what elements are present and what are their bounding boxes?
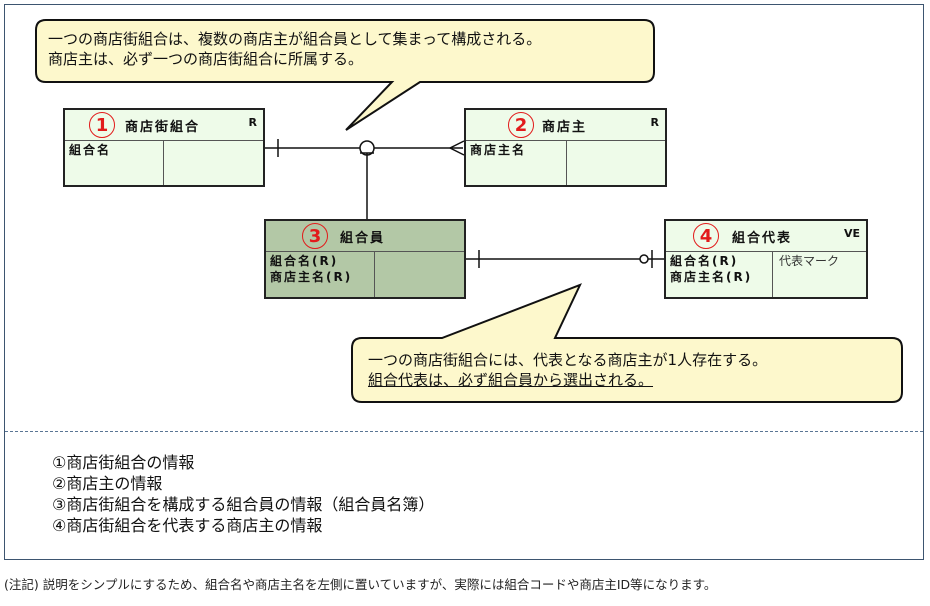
entity-keys: 商店主名: [466, 140, 567, 185]
callout-bottom-line-1: 一つの商店街組合には、代表となる商店主が1人存在する。: [368, 351, 768, 369]
entity-shopping-union[interactable]: 1 商店街組合 R 組合名: [63, 108, 265, 187]
entity-number-badge: 2: [508, 112, 534, 138]
entity-attrs: [164, 140, 263, 185]
legend-item: ③商店街組合を構成する組合員の情報（組合員名簿）: [52, 495, 435, 514]
callout-bottom-text: 一つの商店街組合には、代表となる商店主が1人存在する。 組合代表は、必ず組合員か…: [368, 350, 767, 390]
entity-body: 組合名(R) 商店主名(R): [266, 251, 464, 297]
legend-item: ④商店街組合を代表する商店主の情報: [52, 516, 323, 535]
legend-list: ①商店街組合の情報 ②商店主の情報 ③商店街組合を構成する組合員の情報（組合員名…: [52, 452, 434, 536]
callout-top-shape: [35, 19, 655, 131]
zero-marker-rep: [639, 254, 649, 264]
many-marker-owner-a: [449, 140, 465, 149]
entity-attrs: 代表マーク: [779, 254, 840, 268]
entity-type: R: [248, 116, 257, 129]
entity-keys: 組合名(R) 商店主名(R): [266, 251, 375, 297]
entity-type: R: [650, 116, 659, 129]
entity-header: 2 商店主 R: [466, 110, 665, 141]
callout-top-line-1: 一つの商店街組合は、複数の商店主が組合員として集まって構成される。: [48, 30, 542, 48]
entity-name: 組合代表: [732, 231, 793, 246]
entity-body: 組合名: [65, 140, 263, 185]
legend-item: ②商店主の情報: [52, 474, 163, 493]
entity-header: 1 商店街組合 R: [65, 110, 263, 141]
entity-number-badge: 4: [693, 223, 719, 249]
entity-keys: 組合名(R) 商店主名(R): [666, 251, 773, 297]
footnote: (注記) 説明をシンプルにするため、組合名や商店主名を左側に置いていますが、実際…: [4, 577, 717, 592]
entity-body: 組合名(R) 商店主名(R) 代表マーク: [666, 251, 866, 297]
callout-bottom-line-2: 組合代表は、必ず組合員から選出される。: [368, 371, 654, 389]
entity-number-badge: 3: [302, 223, 328, 249]
legend-item: ①商店街組合の情報: [52, 453, 195, 472]
entity-header: 4 組合代表 VE: [666, 221, 866, 252]
callout-top-line-2: 商店主は、必ず一つの商店街組合に所属する。: [48, 50, 364, 68]
entity-attrs: [567, 140, 665, 185]
section-divider: [5, 431, 923, 432]
entity-union-member[interactable]: 3 組合員 組合名(R) 商店主名(R): [264, 219, 466, 299]
entity-name: 商店主: [542, 120, 588, 135]
entity-attrs: [375, 251, 464, 297]
entity-name: 商店街組合: [125, 120, 201, 135]
callout-top-text: 一つの商店街組合は、複数の商店主が組合員として集まって構成される。 商店主は、必…: [48, 29, 541, 69]
entity-union-representative[interactable]: 4 組合代表 VE 組合名(R) 商店主名(R) 代表マーク: [664, 219, 868, 299]
callout-bottom-shape: [351, 283, 903, 403]
entity-keys: 組合名: [65, 140, 164, 185]
entity-shop-owner[interactable]: 2 商店主 R 商店主名: [464, 108, 667, 187]
entity-name: 組合員: [340, 231, 386, 246]
entity-number-badge: 1: [89, 112, 115, 138]
many-marker-owner-b: [449, 147, 465, 156]
entity-header: 3 組合員: [266, 221, 464, 252]
entity-type: VE: [843, 227, 860, 240]
entity-body: 商店主名: [466, 140, 665, 185]
